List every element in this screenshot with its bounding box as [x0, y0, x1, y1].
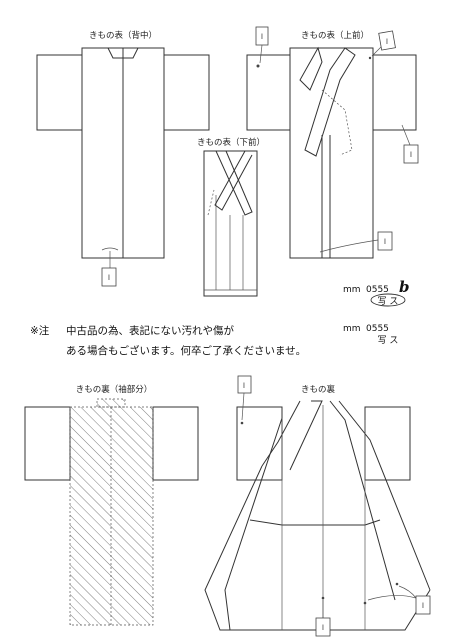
lining-spot-2	[321, 596, 325, 600]
front-tag-4: l	[377, 231, 393, 251]
code-2-prefix: mm	[343, 324, 361, 334]
lining-left-sleeve	[24, 406, 71, 481]
lining-collar-left-inner	[289, 400, 323, 471]
code-2-number: 0555	[366, 324, 389, 334]
lining-spot-1	[240, 421, 244, 425]
back-left-sleeve	[36, 54, 83, 131]
lining-tag-leader-1	[241, 392, 245, 421]
svg-text:l: l	[261, 33, 263, 41]
lining-tag-1: l	[237, 375, 252, 394]
lining-open-left-sleeve	[236, 406, 283, 481]
product-code-line-1: mm 0555 b 写 ス	[343, 278, 410, 307]
svg-text:l: l	[243, 382, 245, 390]
lining-caption: きもの裏	[301, 384, 336, 395]
lining-tag-leader-3	[367, 595, 417, 601]
svg-text:l: l	[410, 151, 412, 159]
svg-text:l: l	[384, 238, 386, 246]
front-tag-leader-1	[259, 44, 263, 64]
lining-spot-4	[395, 582, 399, 586]
front-body	[289, 47, 374, 259]
kimono-back-diagram: きもの表（背中）	[36, 30, 210, 268]
lining-tag-leader-4	[398, 585, 417, 599]
note-label: ※注	[30, 324, 50, 337]
kimono-front-lower-diagram: きもの表（下前）	[197, 137, 265, 297]
front-right-sleeve	[372, 54, 417, 131]
front-tag-1: l	[255, 26, 269, 46]
code-1-circle	[370, 293, 406, 307]
code-1-prefix: mm	[343, 285, 361, 295]
front-spot-right	[368, 56, 372, 60]
code-1-number: 0555	[366, 285, 389, 295]
svg-text:l: l	[422, 602, 424, 610]
back-caption: きもの表（背中）	[89, 30, 157, 41]
code-1-sub: 写 ス	[378, 296, 399, 307]
lining-waist-right	[364, 519, 381, 526]
lining-right-sleeve	[152, 406, 199, 481]
back-stain-mark	[101, 247, 119, 251]
front-lower-collar-a	[215, 150, 253, 216]
lining-tag-3: l	[415, 595, 431, 615]
lining-outline	[204, 465, 431, 631]
lining-waist-left	[249, 519, 283, 526]
front-upper-caption: きもの表（上前）	[301, 30, 369, 41]
svg-text:l: l	[108, 274, 110, 282]
note-line-1: 中古品の為、表記にない汚れや傷が	[66, 324, 234, 337]
lining-hatched-area	[70, 407, 153, 625]
kimono-lining-sleeve-diagram: きもの裏（袖部分）	[24, 384, 199, 626]
lining-collar-hatch	[96, 398, 126, 408]
front-tag-3: l	[403, 144, 419, 164]
front-lower-panel	[203, 150, 258, 297]
front-spot-left	[256, 64, 260, 68]
code-1-handwritten-mark: b	[399, 278, 410, 296]
svg-text:l: l	[322, 624, 324, 632]
front-lower-dashed	[207, 189, 215, 216]
front-lower-caption: きもの表（下前）	[197, 137, 265, 148]
front-left-sleeve	[246, 54, 291, 131]
back-collar	[107, 47, 139, 59]
lining-spot-3	[363, 601, 367, 605]
back-right-sleeve	[163, 54, 210, 131]
front-lower-collar-b	[214, 150, 253, 211]
front-tag-leader-4	[319, 239, 379, 253]
front-collar-band	[304, 47, 356, 157]
kimono-lining-diagram: きもの裏	[204, 384, 431, 631]
lining-collar-right-outer	[338, 400, 431, 591]
kimono-front-upper-diagram: きもの表（上前）	[246, 30, 417, 259]
front-tag-2: l	[378, 30, 396, 51]
lining-collar-left-outer	[261, 400, 301, 467]
svg-text:l: l	[386, 38, 388, 46]
product-code-line-2: mm 0555 写 ス	[343, 324, 398, 346]
lining-collar-right-inner	[329, 400, 396, 601]
disclaimer-note: ※注 中古品の為、表記にない汚れや傷が ある場合もございます。何卒ご了承ください…	[30, 324, 306, 357]
front-tag-leader-3	[401, 124, 411, 146]
lining-sleeve-caption: きもの裏（袖部分）	[76, 384, 153, 395]
front-collar-left	[299, 46, 323, 91]
front-under-collar-dashed	[321, 89, 353, 156]
back-hem-tag: l	[101, 267, 117, 287]
lining-tag-2: l	[315, 617, 331, 637]
code-2-sub: 写 ス	[378, 335, 399, 346]
lining-left-front-line	[224, 417, 283, 631]
note-line-2: ある場合もございます。何卒ご了承くださいませ。	[66, 344, 306, 357]
